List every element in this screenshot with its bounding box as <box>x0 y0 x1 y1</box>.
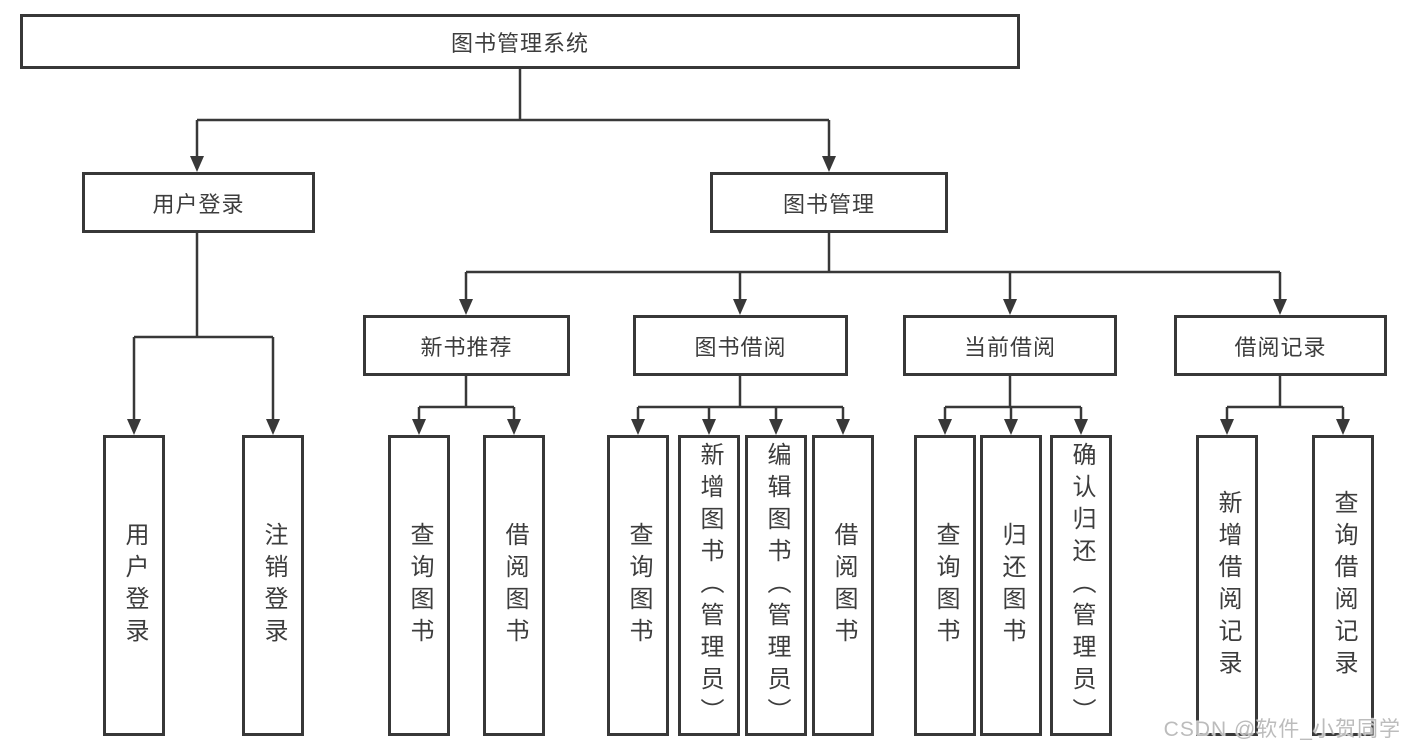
leaf-add-books-admin: 新增图书（管理员） <box>678 435 740 736</box>
leaf-label: 编辑图书（管理员） <box>763 441 790 730</box>
leaf-add-borrow-record: 新增借阅记录 <box>1196 435 1258 736</box>
leaf-label: 借阅图书 <box>830 521 857 650</box>
leaf-edit-books-admin: 编辑图书（管理员） <box>745 435 807 736</box>
arrowheads <box>127 156 1350 435</box>
leaf-return-books: 归还图书 <box>980 435 1042 736</box>
leaf-label: 注销登录 <box>260 521 287 650</box>
node-book-management: 图书管理 <box>710 172 948 233</box>
leaf-query-books-borrow: 查询图书 <box>607 435 669 736</box>
leaf-label: 用户登录 <box>121 521 148 650</box>
node-label: 用户登录 <box>152 191 245 217</box>
node-user-login: 用户登录 <box>82 172 315 233</box>
leaf-label: 新增借阅记录 <box>1214 489 1241 682</box>
leaf-query-borrow-record: 查询借阅记录 <box>1312 435 1374 736</box>
leaf-borrow-books: 借阅图书 <box>812 435 874 736</box>
leaf-query-books-current: 查询图书 <box>914 435 976 736</box>
node-label: 借阅记录 <box>1234 334 1327 360</box>
leaf-label: 新增图书（管理员） <box>696 441 723 730</box>
node-label: 图书管理 <box>782 191 875 217</box>
leaf-borrow-books-recommend: 借阅图书 <box>483 435 545 736</box>
leaf-logout-login: 注销登录 <box>242 435 304 736</box>
node-library-management-system: 图书管理系统 <box>20 14 1020 69</box>
csdn-watermark: CSDN @软件_小贺同学 <box>1163 718 1401 741</box>
node-new-book-recommend: 新书推荐 <box>363 315 570 376</box>
node-borrow-records: 借阅记录 <box>1174 315 1387 376</box>
leaf-user-login: 用户登录 <box>103 435 165 736</box>
leaf-label: 查询图书 <box>406 521 433 650</box>
leaf-label: 查询图书 <box>932 521 959 650</box>
node-label: 当前借阅 <box>963 334 1056 360</box>
leaf-label: 借阅图书 <box>501 521 528 650</box>
leaf-confirm-return-admin: 确认归还（管理员） <box>1050 435 1112 736</box>
node-current-borrow: 当前借阅 <box>903 315 1117 376</box>
node-label: 新书推荐 <box>420 334 513 360</box>
node-label: 图书管理系统 <box>450 30 589 56</box>
leaf-label: 查询图书 <box>625 521 652 650</box>
leaf-label: 确认归还（管理员） <box>1068 441 1095 730</box>
leaf-label: 归还图书 <box>998 521 1025 650</box>
leaf-query-books-recommend: 查询图书 <box>388 435 450 736</box>
node-label: 图书借阅 <box>694 334 787 360</box>
leaf-label: 查询借阅记录 <box>1330 489 1357 682</box>
node-book-borrow: 图书借阅 <box>633 315 848 376</box>
